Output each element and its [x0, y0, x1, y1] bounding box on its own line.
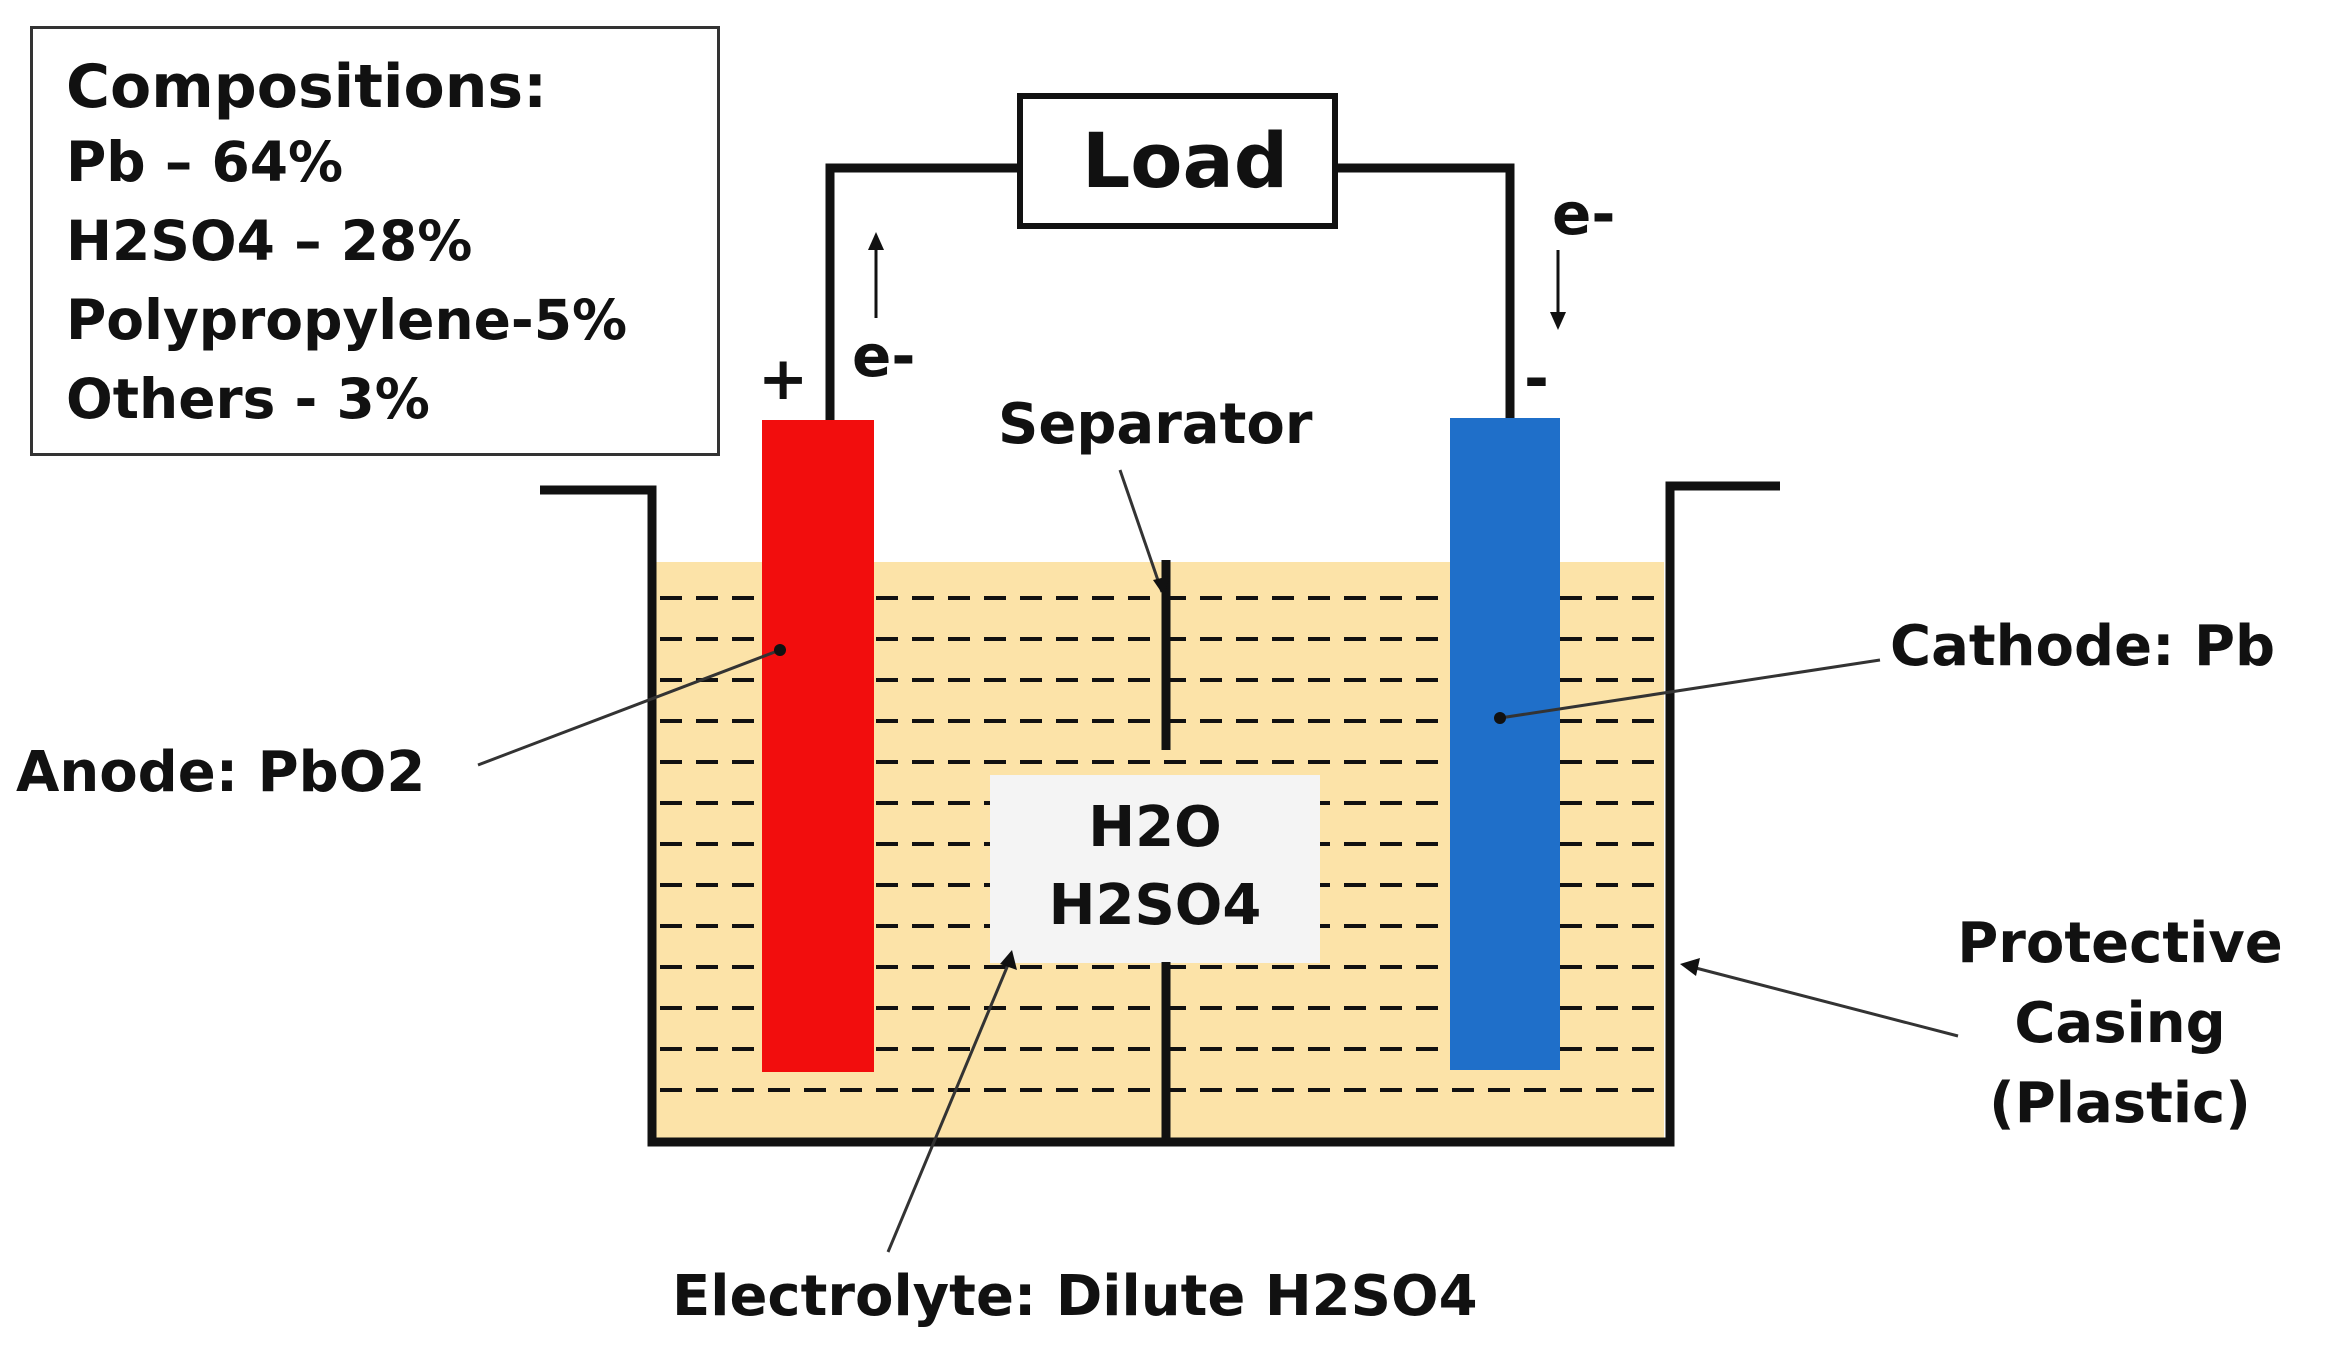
compositions-title: Compositions:	[66, 52, 548, 122]
pointer-separator	[1118, 469, 1164, 593]
casing-outline	[540, 481, 1780, 1147]
pointer-cathode-dot	[1494, 712, 1506, 724]
circuit-wire-left	[825, 163, 1020, 420]
casing-label-line: Casing	[2014, 991, 2226, 1056]
pointer-cathode	[1499, 658, 1881, 720]
pointer-casing-head	[1680, 958, 1700, 976]
anode-electrode	[762, 420, 874, 1072]
load-box	[1017, 93, 1338, 229]
cathode-label: Cathode: Pb	[1890, 614, 2276, 679]
pointer-separator-head	[1153, 576, 1170, 596]
electrolyte-label: Electrolyte: Dilute H2SO4	[672, 1264, 1478, 1329]
composition-item: Polypropylene-5%	[66, 288, 628, 352]
composition-item: Pb – 64%	[66, 130, 344, 194]
center-box-line: H2O	[1088, 795, 1222, 860]
negative-sign: -	[1524, 344, 1549, 414]
positive-sign: +	[758, 344, 809, 414]
cathode-electrode	[1450, 418, 1560, 1070]
electron-label-left: e-	[852, 322, 916, 390]
separator-label: Separator	[998, 392, 1313, 457]
electron-label-right: e-	[1552, 180, 1616, 248]
casing-label-line: (Plastic)	[1989, 1071, 2251, 1136]
pointer-electrolyte	[886, 959, 1012, 1253]
electron-arrow-left-head	[868, 232, 884, 250]
anode-label: Anode: PbO2	[16, 740, 426, 805]
center-box: H2O H2SO4	[990, 775, 1320, 963]
pointer-anode	[477, 648, 781, 767]
pointer-electrolyte-head	[1000, 950, 1017, 970]
pointer-casing	[1687, 964, 1959, 1038]
center-box-line: H2SO4	[1048, 873, 1262, 938]
electron-arrow-right-head	[1550, 312, 1566, 330]
casing-label: Protective Casing (Plastic)	[1930, 904, 2310, 1144]
casing-label-line: Protective	[1957, 911, 2283, 976]
load-label: Load	[1081, 116, 1289, 205]
composition-item: H2SO4 – 28%	[66, 209, 473, 273]
pointer-anode-dot	[774, 644, 786, 656]
composition-item: Others - 3%	[66, 367, 430, 431]
compositions-box: Compositions: Pb – 64% H2SO4 – 28% Polyp…	[30, 26, 720, 456]
center-box-background	[990, 775, 1320, 963]
circuit-wire-right	[1335, 163, 1515, 418]
